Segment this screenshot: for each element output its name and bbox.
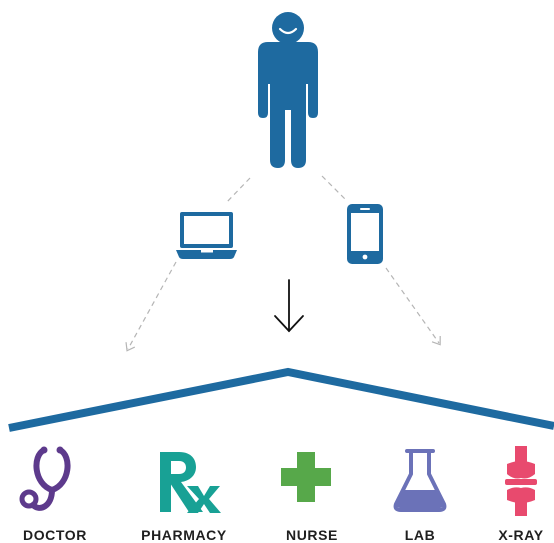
medical-cross-icon [281,452,331,502]
service-label: X-RAY [498,527,544,543]
service-label: NURSE [285,527,338,543]
service-xray: X-RAY [466,446,554,542]
stethoscope-icon [19,446,71,511]
dashed-arrow-right [385,267,441,346]
flask-icon [393,449,447,512]
service-label: PHARMACY [141,527,227,543]
arrow-down-icon [274,279,304,333]
person-icon [258,12,318,168]
rx-icon [160,452,221,513]
bone-joint-icon [505,446,537,516]
service-doctor: DOCTOR [0,446,110,542]
laptop-icon [176,212,237,259]
service-pharmacy: PHARMACY [129,446,239,542]
dashed-arrow-left [125,261,177,352]
service-lab: LAB [365,446,475,542]
service-label: LAB [404,527,436,543]
service-label: DOCTOR [22,527,87,543]
service-nurse: NURSE [257,446,367,542]
smartphone-icon [347,204,383,264]
dashed-link-left-upper [225,177,251,204]
dashed-link-right-upper [321,175,346,200]
roof-line [8,367,554,432]
